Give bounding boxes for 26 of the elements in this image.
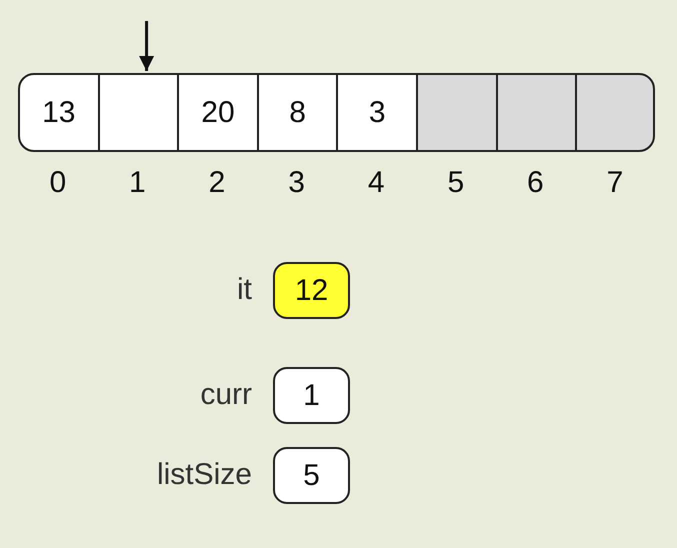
- index-number: 4: [366, 166, 386, 200]
- index-number: 1: [128, 166, 147, 200]
- index-number: 2: [208, 166, 226, 200]
- index-number: 5: [446, 166, 466, 200]
- array-cell: [177, 73, 259, 152]
- index-number: 6: [526, 166, 545, 200]
- pointer-arrow: [139, 21, 154, 71]
- cell-value: 3: [368, 96, 386, 130]
- cell-value: 8: [289, 96, 306, 130]
- variable-box: [273, 447, 350, 504]
- cell-value: 20: [201, 96, 235, 130]
- cell-value: 13: [42, 96, 76, 130]
- index-number: 3: [287, 166, 306, 200]
- array-cell: [256, 73, 338, 152]
- cell-value: 1: [303, 378, 320, 412]
- variable-box: [273, 367, 350, 424]
- cell-value: 12: [294, 274, 328, 308]
- index-number: 7: [606, 166, 624, 200]
- index-number: 0: [48, 166, 68, 200]
- variable-name: it: [237, 273, 252, 307]
- variable-box: [273, 262, 350, 319]
- variable-name: listSize: [156, 458, 252, 492]
- variable-name: curr: [200, 378, 252, 412]
- array-cell: [18, 73, 100, 152]
- array-cell: [336, 73, 418, 152]
- cell-value: 5: [303, 458, 320, 492]
